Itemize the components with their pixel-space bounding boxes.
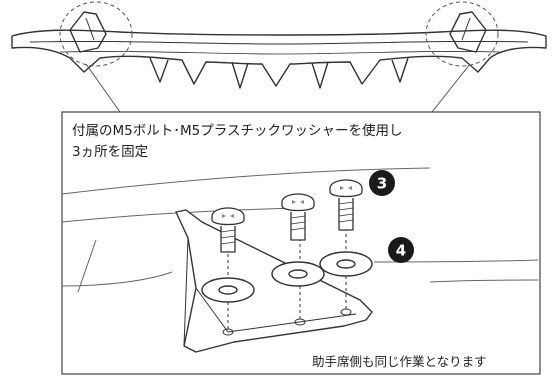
left-leader-line xyxy=(85,63,121,113)
bolt-icon xyxy=(329,179,363,231)
fin-4 xyxy=(391,57,409,83)
left-bracket-detail xyxy=(85,17,95,41)
washers xyxy=(201,251,373,303)
right-bracket-detail xyxy=(461,17,471,41)
diffuser-lip xyxy=(29,40,529,45)
fin-2 xyxy=(231,61,249,89)
passenger-side-note: 助手席側も同じ作業となります xyxy=(312,354,487,369)
diffuser-overview xyxy=(11,11,547,89)
right-leader-line xyxy=(431,63,471,113)
fin-1 xyxy=(149,57,169,83)
badge-3-label: 3 xyxy=(377,175,387,193)
instruction-line-2: 3ヵ所を固定 xyxy=(72,144,149,160)
diffuser-lip-lower xyxy=(59,51,501,55)
badge-4: 4 xyxy=(388,237,414,263)
badge-4-label: 4 xyxy=(396,242,406,260)
fin-3 xyxy=(311,61,329,89)
left-callout-circle xyxy=(59,1,133,67)
washer-icon xyxy=(319,251,373,277)
bolt-icon xyxy=(211,207,245,253)
right-bracket xyxy=(449,11,487,53)
washer-icon xyxy=(201,277,255,303)
diffuser-outline xyxy=(11,29,547,87)
badge-3: 3 xyxy=(369,170,395,196)
washer-icon xyxy=(271,261,325,287)
right-callout-circle xyxy=(425,1,499,67)
bolt-icon xyxy=(281,193,315,241)
bolts xyxy=(211,179,363,253)
left-bracket xyxy=(69,11,107,53)
body-contours xyxy=(61,167,539,293)
instruction-line-1: 付属のM5ボルト･M5プラスチックワッシャーを使用し xyxy=(72,123,403,139)
